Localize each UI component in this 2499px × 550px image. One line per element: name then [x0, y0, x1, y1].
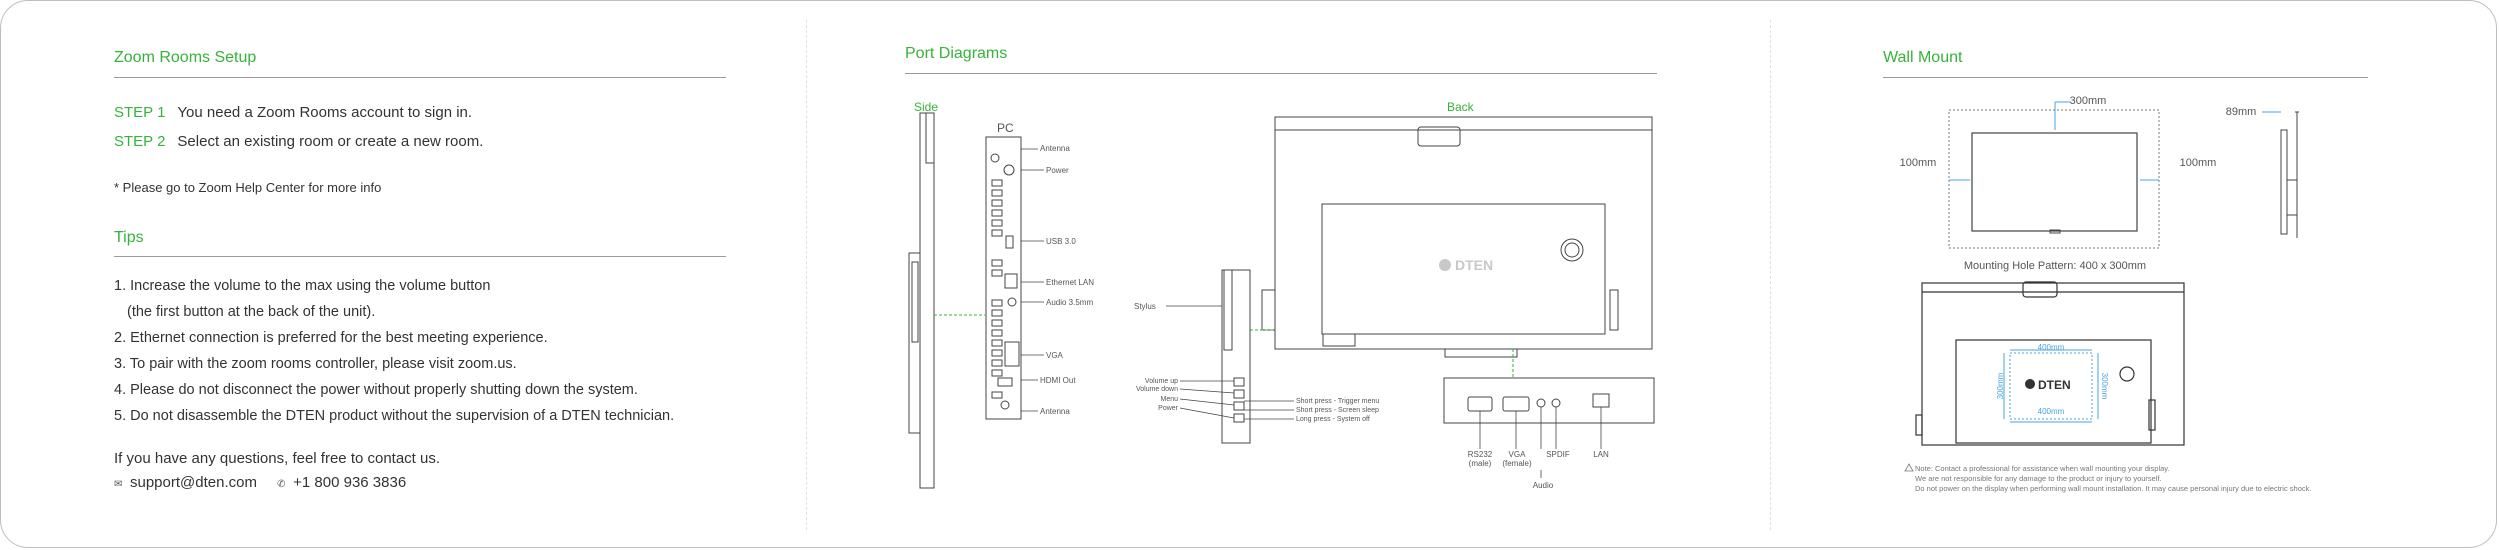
back-logo: DTEN: [1439, 257, 1493, 273]
step-label: STEP 1: [114, 104, 166, 121]
phone-link[interactable]: +1 800 936 3836: [293, 474, 407, 491]
wall-back-view: [1915, 281, 2185, 446]
inner-dim-right: 300mm: [2100, 373, 2109, 400]
dim-left: 100mm: [1900, 157, 1937, 169]
ports-title: Port Diagrams: [905, 45, 1008, 62]
back-label: Back: [1447, 100, 1474, 114]
pc-port-label: Antenna: [1040, 407, 1070, 416]
pc-module: [985, 136, 1022, 420]
power-action: Short press - Screen sleep: [1296, 407, 1379, 414]
tip-item: 5. Do not disassemble the DTEN product w…: [114, 408, 675, 424]
bottom-port-label: Audio: [1533, 481, 1554, 490]
wall-logo: DTEN: [2025, 378, 2071, 392]
pattern-caption: Mounting Hole Pattern: 400 x 300mm: [1964, 260, 2146, 272]
wall-note-line: We are not responsible for any damage to…: [1915, 474, 2162, 483]
button-label: Volume down: [1136, 386, 1178, 393]
bottom-port-label: LAN: [1593, 450, 1609, 459]
tip-item: 4. Please do not disconnect the power wi…: [114, 382, 638, 398]
power-action: Long press - System off: [1296, 416, 1370, 423]
wall-title: Wall Mount: [1883, 49, 1963, 66]
step-1: STEP 1 You need a Zoom Rooms account to s…: [114, 104, 472, 121]
dim-top: 300mm: [2070, 95, 2107, 107]
pc-callouts: [1021, 148, 1044, 412]
pc-port-label: Antenna: [1040, 144, 1070, 153]
contact-intro: If you have any questions, feel free to …: [114, 450, 441, 467]
bottom-port-label: SPDIF: [1546, 450, 1570, 459]
pc-label: PC: [997, 121, 1014, 135]
step-text: Select an existing room or create a new …: [177, 133, 484, 150]
inner-dim-top: 400mm: [2038, 343, 2065, 352]
bottom-port-label: (male): [1469, 459, 1492, 468]
email-link[interactable]: support@dten.com: [130, 474, 257, 491]
bottom-port-panel: [1443, 377, 1655, 424]
tips-title: Tips: [114, 229, 144, 246]
inner-dim-bottom: 400mm: [2038, 407, 2065, 416]
button-panel: [1221, 269, 1251, 444]
warning-icon: [1904, 463, 1914, 472]
wall-side-view: [2280, 111, 2299, 238]
wall-rule: [1883, 77, 2368, 78]
contact-line: ✉ support@dten.com ✆ +1 800 936 3836: [114, 474, 406, 491]
logo-text: DTEN: [2038, 378, 2071, 392]
setup-title: Zoom Rooms Setup: [114, 49, 257, 66]
pc-port-label: VGA: [1046, 351, 1064, 360]
tips-rule: [114, 256, 726, 257]
setup-rule: [114, 77, 726, 78]
side-view: [908, 112, 935, 489]
button-label: Volume up: [1145, 378, 1178, 385]
side-label: Side: [914, 100, 939, 114]
pc-port-label: USB 3.0: [1046, 237, 1076, 246]
bottom-port-label: VGA: [1509, 450, 1527, 459]
dim-right: 100mm: [2180, 157, 2217, 169]
tip-item: 2. Ethernet connection is preferred for …: [114, 330, 548, 346]
help-note: * Please go to Zoom Help Center for more…: [114, 180, 382, 195]
wall-dimension-lines: [1949, 101, 2159, 181]
pc-port-label: Power: [1046, 166, 1069, 175]
wall-front-outline: [1948, 109, 2160, 249]
pc-port-label: Audio 3.5mm: [1046, 298, 1093, 307]
button-label: Menu: [1160, 396, 1178, 403]
back-view: [1261, 116, 1653, 358]
bottom-port-label: RS232: [1468, 450, 1493, 459]
button-label: Power: [1158, 405, 1179, 412]
inner-dim-left: 300mm: [1996, 372, 2005, 399]
stylus-label: Stylus: [1134, 302, 1156, 311]
pc-port-label: HDMI Out: [1040, 376, 1076, 385]
mounting-pattern: [2003, 349, 2099, 423]
step-2: STEP 2 Select an existing room or create …: [114, 133, 483, 150]
bottom-port-callouts: [1479, 407, 1602, 478]
tip-item: (the first button at the back of the uni…: [127, 304, 376, 320]
dim-side: 89mm: [2226, 106, 2257, 118]
fold-line: [1770, 20, 1771, 530]
wall-note-line: Note: Contact a professional for assista…: [1915, 464, 2170, 473]
step-text: You need a Zoom Rooms account to sign in…: [177, 104, 473, 121]
logo-text: DTEN: [1455, 257, 1493, 273]
button-callouts: [1166, 305, 1294, 420]
fold-line: [806, 20, 807, 530]
wall-note-line: Do not power on the display when perform…: [1915, 484, 2312, 493]
ports-rule: [905, 73, 1657, 74]
power-action: Short press - Trigger menu: [1296, 398, 1379, 405]
step-label: STEP 2: [114, 133, 166, 150]
phone-icon: ✆: [277, 479, 286, 490]
bottom-port-label: (female): [1502, 459, 1532, 468]
tip-item: 3. To pair with the zoom rooms controlle…: [114, 356, 517, 372]
tip-item: 1. Increase the volume to the max using …: [114, 278, 491, 294]
envelope-icon: ✉: [114, 479, 123, 490]
pc-port-label: Ethernet LAN: [1046, 278, 1094, 287]
